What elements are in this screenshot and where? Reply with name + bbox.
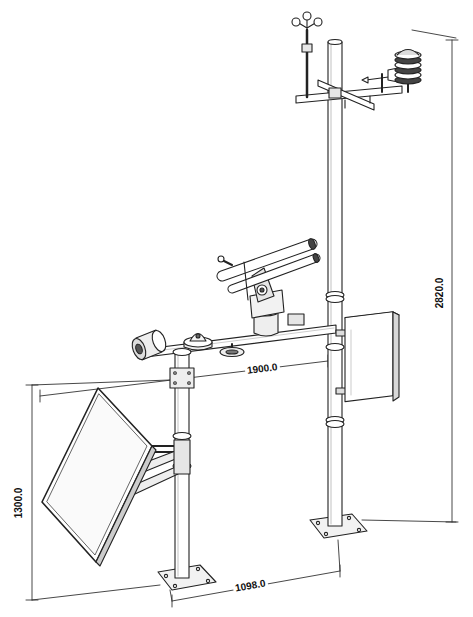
- base-plate-part: [347, 516, 350, 519]
- short-mast-part: [188, 382, 191, 385]
- wind-vane: [362, 68, 398, 92]
- tall-mast-part: [328, 40, 342, 45]
- anemometer-part: [306, 30, 309, 97]
- sun-tracker-part: [257, 285, 267, 295]
- crossarm-part: [344, 100, 345, 108]
- short-mast-part: [188, 372, 191, 375]
- crossarm-part: [318, 80, 374, 110]
- sun-tracker-part: [244, 262, 248, 300]
- crossarm-part: [329, 88, 341, 98]
- base-plate-part: [324, 532, 327, 535]
- short-mast: [170, 352, 194, 578]
- dimension-lines-part: [26, 380, 170, 600]
- wind-vane-part: [362, 77, 368, 83]
- solar-panel-part: [42, 388, 152, 562]
- sensor-beam: [138, 325, 336, 358]
- pyranometer-part: [196, 334, 200, 338]
- radiation-shield-part: [407, 84, 409, 92]
- base-plate-part: [357, 528, 360, 531]
- tall-mast-part: [331, 44, 332, 524]
- shade-disc: [220, 344, 244, 357]
- radiation-shield: [395, 50, 421, 93]
- sun-tracker-part: [218, 256, 224, 262]
- tall-mast-part: [328, 42, 342, 526]
- base-plate-part: [164, 574, 167, 577]
- base-plate-part: [196, 567, 199, 570]
- short-mast-part: [174, 382, 177, 385]
- enclosure-part: [351, 330, 352, 395]
- tilted-radiometer-part: [150, 329, 169, 354]
- solar-panel-part: [47, 394, 147, 555]
- dimension-label: 1300.0: [13, 486, 25, 521]
- sun-tracker-part: [312, 253, 320, 263]
- dimension-label: 2820.0: [434, 276, 446, 311]
- short-mast-part: [173, 433, 191, 440]
- short-mast-part: [170, 368, 194, 388]
- anemometer-part: [314, 18, 322, 26]
- radiation-shield-part: [397, 50, 419, 56]
- shade-disc-part: [220, 348, 244, 357]
- wind-vane-part: [381, 74, 383, 92]
- sensor-beam-part: [138, 325, 336, 358]
- sun-tracker: [218, 238, 320, 336]
- tall-mast: [326, 40, 344, 527]
- crossarm-part: [369, 96, 370, 103]
- solar-panel-part: [96, 446, 156, 566]
- solar-panel-part: [174, 440, 190, 474]
- anemometer-part: [302, 44, 312, 52]
- solar-panel: [42, 388, 190, 566]
- enclosure-part: [345, 312, 393, 402]
- base-plate-part: [206, 579, 209, 582]
- sensor-beam-part: [173, 349, 191, 356]
- anemometer-part: [292, 18, 300, 26]
- tall-mast-part: [326, 344, 344, 351]
- base-plate-part: [316, 521, 319, 524]
- dimension-label: 1098.0: [232, 577, 268, 595]
- sun-tracker-part: [307, 238, 316, 250]
- tilted-radiometer-part: [134, 343, 143, 354]
- base-plate-part: [173, 584, 176, 587]
- short-mast-part: [174, 372, 177, 375]
- anemometer-part: [303, 12, 311, 20]
- tall-mast-part: [326, 296, 344, 303]
- dimension-label: 1900.0: [244, 361, 280, 377]
- dimension-lines: [26, 30, 458, 607]
- crossarm: [296, 80, 402, 110]
- sun-tracker-part: [224, 261, 232, 265]
- tall-mast-part: [326, 421, 344, 428]
- enclosure-part: [393, 312, 399, 401]
- sun-tracker-part: [288, 314, 304, 325]
- pyranometer-part: [190, 334, 206, 342]
- dimension-lines-part: [362, 30, 458, 522]
- pyranometer: [184, 334, 212, 351]
- tilted-radiometer-part: [130, 337, 149, 362]
- enclosure: [336, 312, 399, 402]
- anemometer: [292, 12, 322, 97]
- shade-disc-part: [226, 350, 238, 354]
- tilted-radiometer: [130, 329, 169, 362]
- sun-tracker-part: [260, 288, 264, 292]
